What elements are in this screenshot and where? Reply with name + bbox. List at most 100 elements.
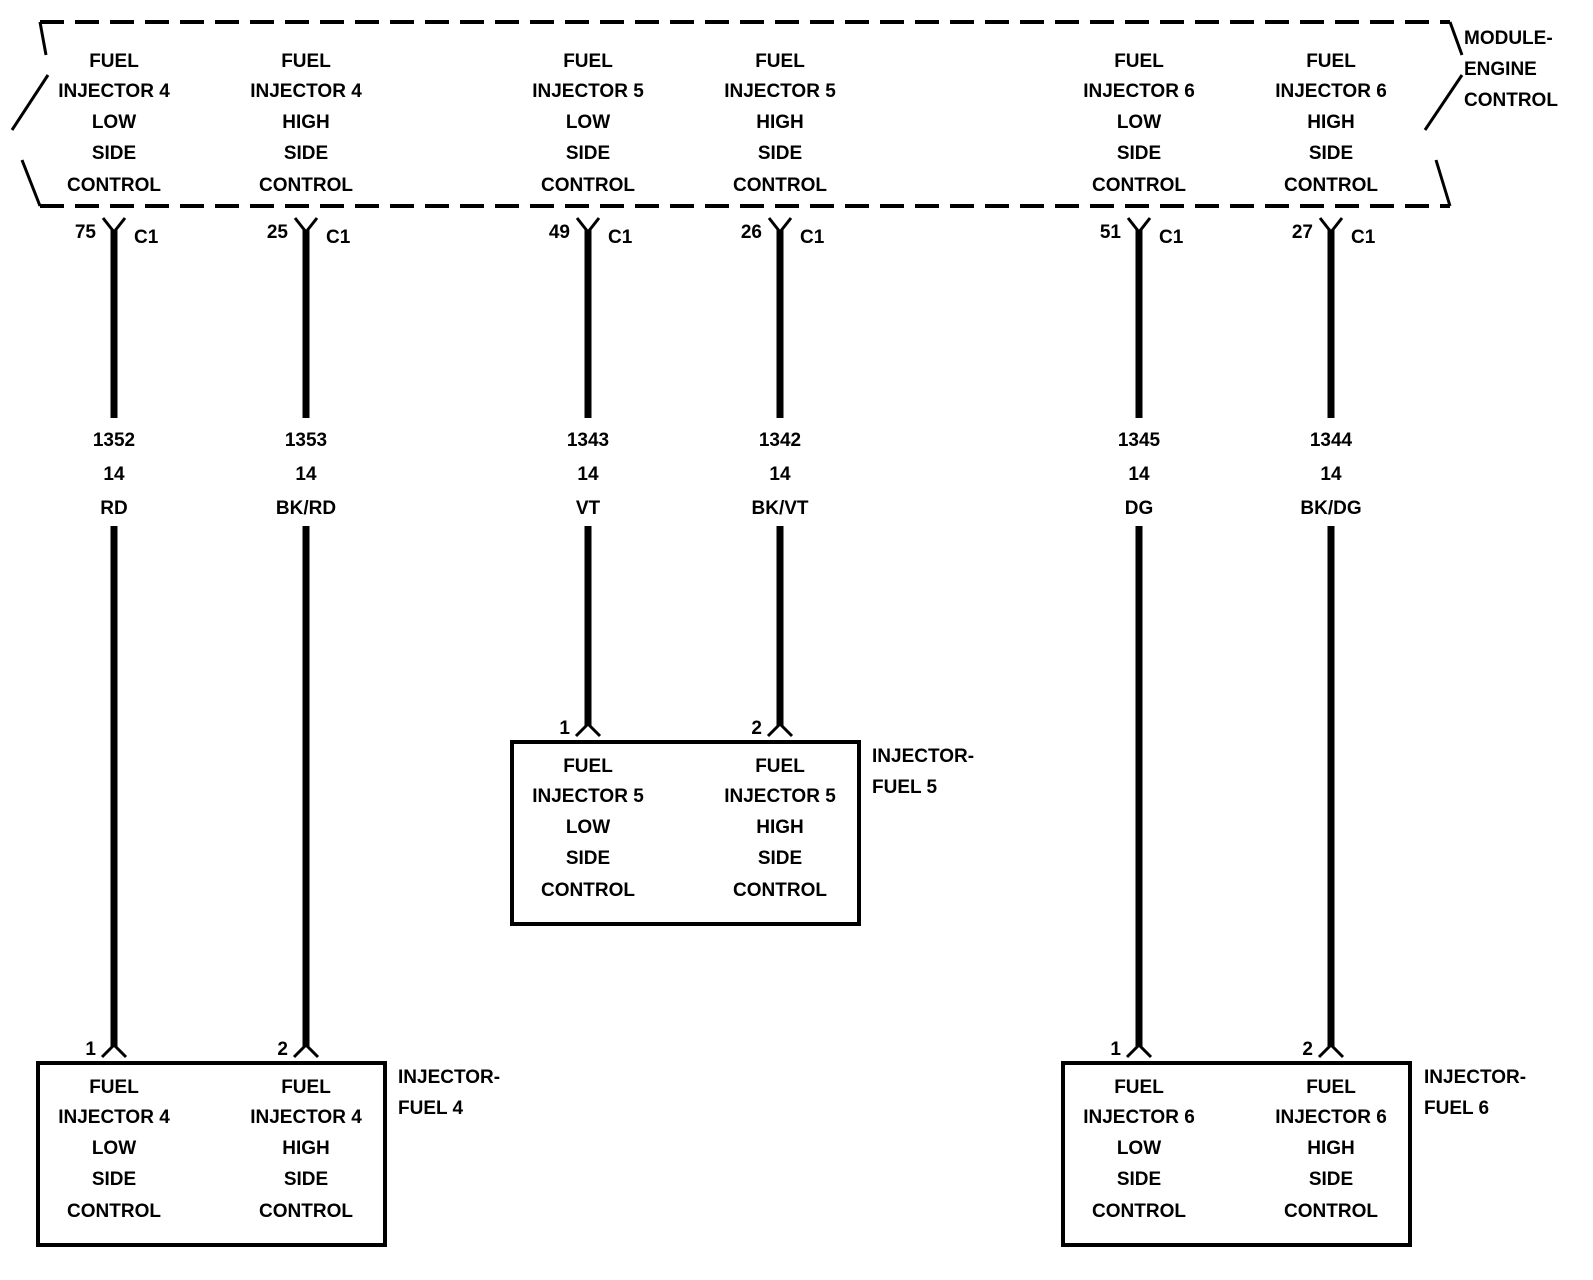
injector-function-line: HIGH [1307,1138,1355,1159]
injector-pin-number: 2 [1302,1039,1313,1060]
module-right-break [1423,74,1464,131]
injector-function-line: CONTROL [733,880,827,901]
module-function-line: INJECTOR 4 [250,81,362,102]
module-function-line: FUEL [1114,51,1164,72]
wire-gauge-label: 14 [577,464,599,485]
module-function-line: FUEL [281,51,331,72]
module-right-break-top [1448,21,1464,56]
injector-fuel-5-name-line-2: FUEL 5 [872,777,938,798]
wire-circuit-label: 1352 [93,430,135,451]
module-pin-number: 25 [267,222,289,243]
module-left-break [10,74,50,131]
injector-function-line: LOW [566,817,610,838]
injector-fuel-5-box [510,740,861,926]
module-function-line: LOW [566,112,610,133]
module-function-line: FUEL [1306,51,1356,72]
wire-color-label: DG [1125,498,1154,519]
injector-function-line: SIDE [92,1169,136,1190]
injector-function-line: INJECTOR 4 [58,1107,170,1128]
wire-gauge-label: 14 [295,464,317,485]
wire-circuit-label: 1344 [1310,430,1353,451]
module-function-line: CONTROL [733,175,827,196]
module-function-line: INJECTOR 4 [58,81,170,102]
injector-pin-number: 2 [277,1039,288,1060]
module-function-line: SIDE [566,143,610,164]
connector-c1-label: C1 [608,227,633,248]
module-terminal-symbol [293,217,319,235]
module-terminal-symbol [1318,217,1344,235]
injector-function-line: HIGH [282,1138,330,1159]
injector-function-line: FUEL [281,1077,331,1098]
injector-fuel-5: INJECTOR- FUEL 5 [510,740,974,926]
injector-pin-number: 2 [751,718,762,739]
injector-fuel-4-box [36,1061,387,1247]
injector-function-line: LOW [92,1138,136,1159]
module-name-line-1: MODULE- [1464,28,1553,49]
injector-terminal-symbol [1125,1042,1153,1059]
module-pin-number: 51 [1100,222,1122,243]
connector-c1-label: C1 [1351,227,1376,248]
injector-function-line: INJECTOR 4 [250,1107,362,1128]
module-function-line: INJECTOR 5 [532,81,644,102]
connector-c1-label: C1 [1159,227,1184,248]
module-function-line: INJECTOR 6 [1083,81,1195,102]
injector-terminal-symbol [766,721,794,738]
injector-function-line: HIGH [756,817,804,838]
injector-function-line: SIDE [1117,1169,1161,1190]
injector-function-line: INJECTOR 5 [532,786,644,807]
module-function-line: FUEL [89,51,139,72]
module-function-line: SIDE [1117,143,1161,164]
injector-function-line: FUEL [89,1077,139,1098]
injector-fuel-6-box [1061,1061,1412,1247]
module-function-line: SIDE [92,143,136,164]
injector-pin-number: 1 [85,1039,96,1060]
wire-gauge-label: 14 [103,464,125,485]
injector-function-line: FUEL [1306,1077,1356,1098]
module-function-line: CONTROL [1092,175,1186,196]
connector-c1-label: C1 [134,227,159,248]
module-name-line-3: CONTROL [1464,90,1558,111]
wire-color-label: RD [100,498,127,519]
wire-color-label: BK/RD [276,498,336,519]
wire-gauge-label: 14 [1128,464,1150,485]
injector-terminal-symbol [574,721,602,738]
injector-function-line: CONTROL [67,1201,161,1222]
wire-circuit-label: 1342 [759,430,801,451]
injector-pin-number: 1 [1110,1039,1121,1060]
module-function-line: HIGH [756,112,804,133]
engine-control-module: MODULE- ENGINE CONTROL [10,20,1558,208]
module-name-line-2: ENGINE [1464,59,1537,80]
injector-terminal-symbol [1317,1042,1345,1059]
injector-fuel-6-name-line-2: FUEL 6 [1424,1098,1489,1119]
injector-fuel-6-name-line-1: INJECTOR- [1424,1067,1526,1088]
injector-function-line: CONTROL [259,1201,353,1222]
injector-fuel-4-name-line-1: INJECTOR- [398,1067,500,1088]
module-terminal-symbol [1126,217,1152,235]
wire-gauge-label: 14 [769,464,791,485]
injector-function-line: SIDE [284,1169,328,1190]
connector-c1-label: C1 [800,227,825,248]
module-function-line: HIGH [1307,112,1355,133]
injector-function-line: INJECTOR 5 [724,786,836,807]
module-function-line: SIDE [284,143,328,164]
module-function-line: SIDE [758,143,802,164]
module-function-line: FUEL [755,51,805,72]
wire-color-label: BK/VT [752,498,809,519]
module-function-line: INJECTOR 6 [1275,81,1387,102]
injector-function-line: CONTROL [541,880,635,901]
injector-function-line: CONTROL [1284,1201,1378,1222]
injector-function-line: FUEL [1114,1077,1164,1098]
module-left-break-top [38,21,48,56]
module-function-line: SIDE [1309,143,1353,164]
injector-fuel-5-name-line-1: INJECTOR- [872,746,974,767]
module-pin-number: 26 [741,222,762,243]
injector-function-line: INJECTOR 6 [1275,1107,1387,1128]
injector-function-line: SIDE [1309,1169,1353,1190]
injector-function-line: SIDE [566,848,610,869]
module-function-line: CONTROL [259,175,353,196]
wire-color-label: VT [576,498,601,519]
